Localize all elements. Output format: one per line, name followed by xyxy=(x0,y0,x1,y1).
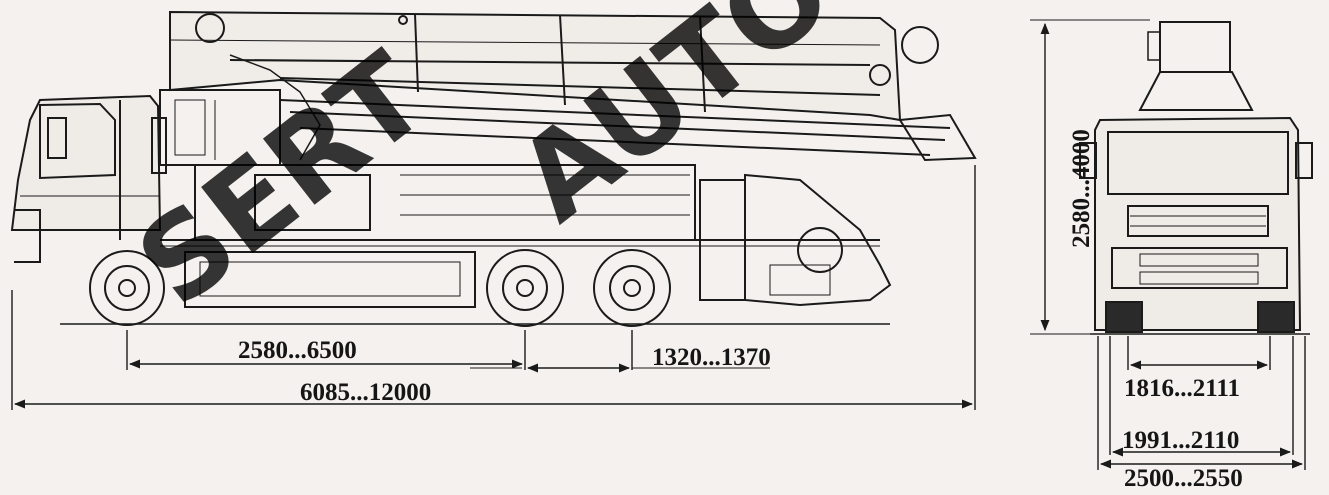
rear-wheel-2 xyxy=(593,249,671,327)
front-dimension-lines xyxy=(1030,19,1306,470)
boom xyxy=(169,10,977,162)
wheelbase-dimension: 2580...6500 xyxy=(238,337,357,364)
chassis xyxy=(160,164,880,308)
rear-wheel-1 xyxy=(486,249,564,327)
cab xyxy=(10,94,167,263)
track-inner-dimension: 1816...2111 xyxy=(1124,375,1240,402)
pump-unit xyxy=(744,173,892,307)
front-wheel xyxy=(89,250,165,326)
side-dimension-lines xyxy=(11,165,976,410)
overall-width-dimension: 2500...2550 xyxy=(1124,465,1243,492)
side-view-truck xyxy=(10,10,977,327)
front-view-truck xyxy=(1079,21,1313,335)
axle-spacing-dimension: 1320...1370 xyxy=(652,344,771,371)
track-outer-dimension: 1991...2110 xyxy=(1122,427,1240,454)
turret xyxy=(159,89,281,166)
overall-height-dimension: 2580...4000 xyxy=(1067,129,1095,248)
overall-length-dimension: 6085...12000 xyxy=(300,379,432,406)
